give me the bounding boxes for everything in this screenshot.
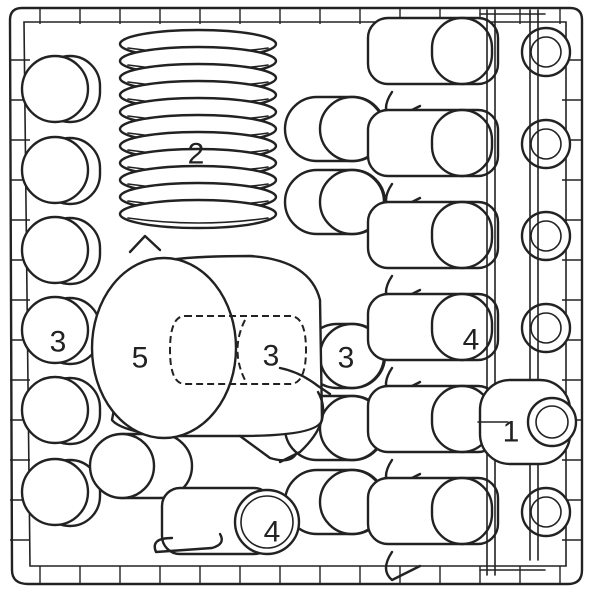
tilted-cup bbox=[478, 380, 576, 464]
cup bbox=[22, 56, 100, 122]
cup bbox=[22, 459, 100, 526]
label-cups-center-right: 3 bbox=[338, 342, 355, 375]
cup bbox=[22, 137, 100, 204]
mug bbox=[368, 202, 570, 304]
right-mug-column bbox=[368, 18, 570, 580]
cup bbox=[22, 217, 100, 284]
label-mugs-right: 4 bbox=[463, 324, 480, 357]
label-cups-left: 3 bbox=[50, 326, 67, 359]
mug bbox=[368, 18, 570, 120]
label-plates: 2 bbox=[188, 138, 205, 171]
pot bbox=[92, 236, 330, 462]
left-cup-column bbox=[22, 56, 100, 526]
plate-stack bbox=[120, 30, 276, 228]
label-cups-center-left: 3 bbox=[263, 340, 280, 373]
label-pot: 5 bbox=[132, 342, 149, 375]
label-cup-rack: 1 bbox=[503, 416, 520, 449]
mug bbox=[368, 110, 570, 212]
mug bbox=[368, 478, 570, 580]
cup bbox=[22, 377, 100, 444]
label-mug-bottom: 4 bbox=[264, 516, 281, 549]
